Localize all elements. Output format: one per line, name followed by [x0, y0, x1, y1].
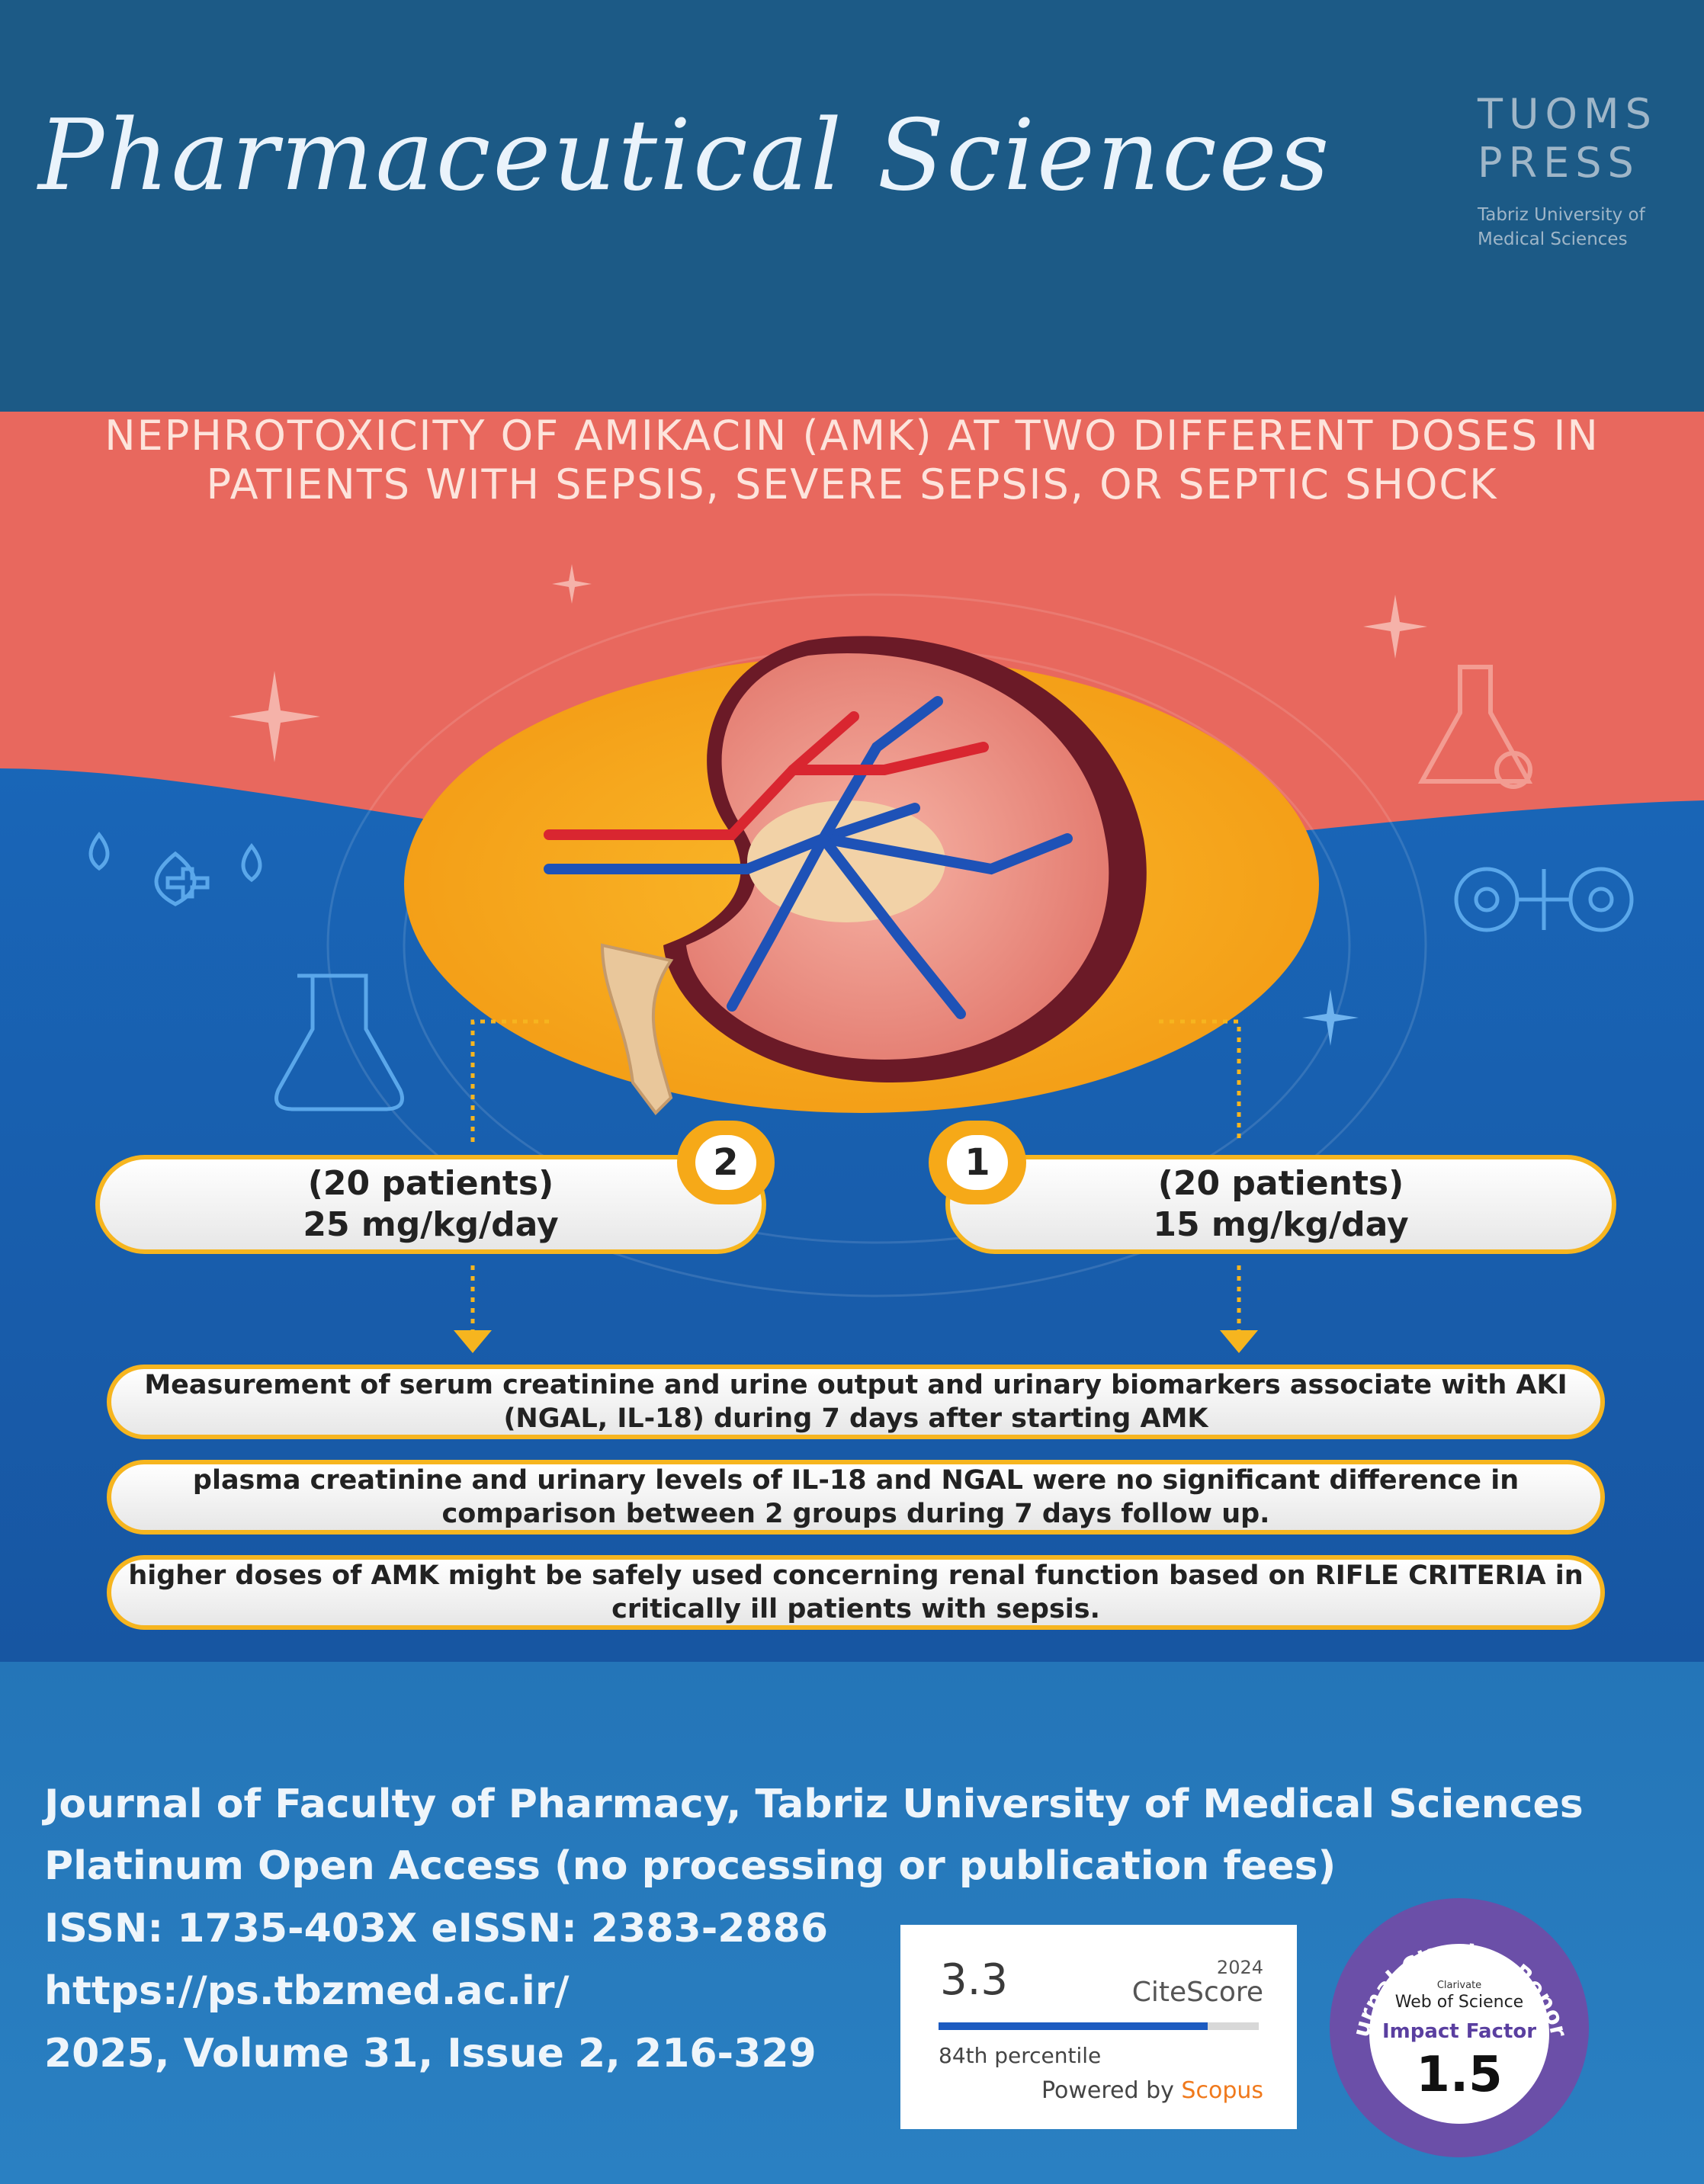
powered-by-scopus: Powered by Scopus [1041, 2077, 1263, 2104]
issn-line: ISSN: 1735-403X eISSN: 2383-2886 [44, 1906, 829, 1951]
molecule-icon [1454, 867, 1634, 932]
lab-flask-icon [274, 973, 404, 1111]
open-access-statement: Platinum Open Access (no processing or p… [44, 1843, 1337, 1889]
publisher-line-3: Tabriz University of [1478, 205, 1645, 225]
kidney-illustration [544, 636, 1147, 1116]
dose-group-1: (20 patients) 15 mg/kg/day [945, 1155, 1616, 1254]
group-1-badge: 1 [929, 1121, 1026, 1204]
impact-factor-label: Impact Factor [1382, 2020, 1536, 2043]
publisher-line-2: PRESS [1478, 139, 1640, 187]
journal-affiliation: Journal of Faculty of Pharmacy, Tabriz U… [44, 1782, 1584, 1827]
finding-2: plasma creatinine and urinary levels of … [107, 1460, 1605, 1535]
group-2-badge: 2 [677, 1121, 775, 1204]
powered-by-label: Powered by [1041, 2077, 1174, 2104]
citescore-percentile-fill [939, 2022, 1208, 2030]
clarivate-label: Clarivate [1437, 1980, 1481, 1991]
finding-1: Measurement of serum creatinine and urin… [107, 1365, 1605, 1439]
dose-group-2-dose: 25 mg/kg/day [303, 1205, 559, 1244]
publisher-line-1: TUOMS [1478, 90, 1657, 138]
jcr-impact-factor-seal: Journal Citation Reports Clarivate Web o… [1328, 1897, 1589, 2157]
infographic-title: NEPHROTOXICITY OF AMIKACIN (AMK) AT TWO … [104, 412, 1600, 508]
publisher-line-4: Medical Sciences [1478, 229, 1628, 249]
drops-icon [88, 831, 262, 906]
dose-group-2: (20 patients) 25 mg/kg/day [95, 1155, 766, 1254]
scopus-brand: Scopus [1181, 2077, 1263, 2104]
citescore-value: 3.3 [940, 1955, 1009, 2005]
publisher-logo: TUOMS PRESS Tabriz University of Medical… [1478, 90, 1661, 252]
dose-group-1-dose: 15 mg/kg/day [1153, 1205, 1409, 1244]
cover-header [0, 0, 1704, 412]
sparkle-blue-icon [1302, 989, 1359, 1046]
citescore-percentile: 84th percentile [939, 2043, 1102, 2068]
web-of-science-label: Web of Science [1395, 1993, 1523, 2012]
issue-info: 2025, Volume 31, Issue 2, 216-329 [44, 2031, 817, 2077]
graphical-abstract: NEPHROTOXICITY OF AMIKACIN (AMK) AT TWO … [0, 412, 1704, 1662]
finding-3: higher doses of AMK might be safely used… [107, 1555, 1605, 1630]
dose-group-1-patients: (20 patients) [1157, 1164, 1404, 1203]
dose-group-2-patients: (20 patients) [307, 1164, 554, 1203]
flask-icon [1417, 665, 1533, 789]
graphical-abstract-artwork [0, 412, 1704, 1662]
journal-url: https://ps.tbzmed.ac.ir/ [44, 1968, 570, 2014]
citescore-label: CiteScore [1131, 1977, 1263, 2008]
journal-title: Pharmaceutical Sciences [38, 99, 1332, 213]
sparkle-icons [229, 564, 1427, 762]
impact-factor-value: 1.5 [1416, 2047, 1502, 2103]
citescore-badge: 3.3 2024 CiteScore 84th percentile Power… [900, 1925, 1297, 2129]
citescore-year: 2024 [1216, 1957, 1263, 1978]
group-2-number: 2 [695, 1135, 756, 1190]
group-1-number: 1 [947, 1135, 1008, 1190]
citescore-percentile-bar [939, 2022, 1259, 2030]
